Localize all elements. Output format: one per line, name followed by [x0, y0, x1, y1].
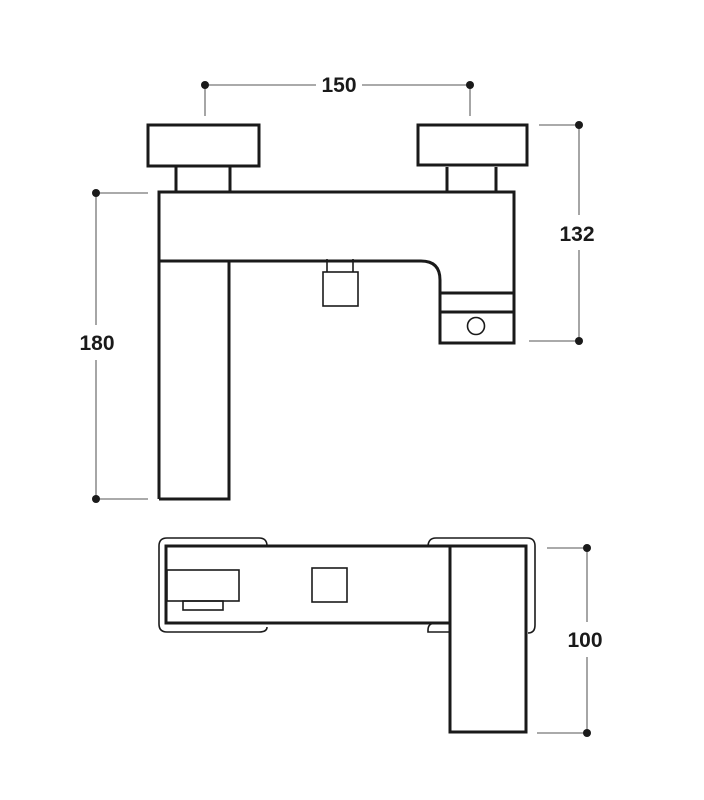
dimension-180: 180	[79, 189, 148, 503]
dimension-endpoint	[92, 189, 100, 197]
right-handle	[416, 123, 529, 167]
dimension-endpoint	[583, 729, 591, 737]
dimension-endpoint	[201, 81, 209, 89]
dimension-label-180: 180	[79, 332, 114, 355]
dimension-endpoint	[92, 495, 100, 503]
dimension-100: 100	[537, 544, 603, 737]
dimension-132: 132	[529, 121, 595, 345]
top-spout	[448, 544, 528, 734]
dimension-endpoint	[466, 81, 474, 89]
dimension-endpoint	[583, 544, 591, 552]
top-diverter	[311, 567, 348, 603]
dimension-endpoint	[575, 337, 583, 345]
right-handle-top	[427, 537, 536, 634]
dimension-endpoint	[575, 121, 583, 129]
left-handle	[146, 123, 261, 168]
dimension-label-150: 150	[321, 74, 356, 97]
dimension-150: 150	[201, 74, 474, 116]
dimension-label-100: 100	[567, 629, 602, 652]
shower-outlet-hole	[466, 316, 486, 336]
left-handle-top	[158, 537, 268, 633]
top-body	[164, 544, 450, 625]
spout	[159, 261, 231, 501]
front-view	[146, 123, 529, 501]
top-view	[158, 537, 536, 734]
mixer-body	[157, 190, 516, 499]
diverter-button	[322, 271, 359, 307]
dimension-label-132: 132	[559, 223, 594, 246]
top-spout-outlet	[166, 569, 240, 602]
top-spout-tab	[182, 600, 224, 611]
